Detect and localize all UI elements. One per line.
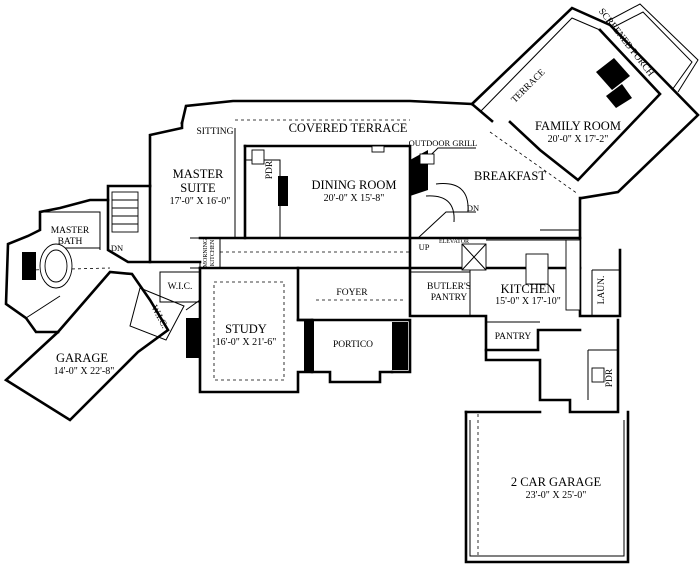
label-morning-kitchen-1: MORNING bbox=[203, 238, 209, 267]
elevator-cross bbox=[461, 243, 487, 271]
room-labels: SCREENED PORCH TERRACE FAMILY ROOM 20'-0… bbox=[51, 7, 655, 501]
fireplace-study bbox=[186, 318, 200, 358]
chimney-portico-left bbox=[304, 320, 314, 372]
label-up-stair: UP bbox=[419, 242, 430, 252]
label-dining-room-dims: 20'-0" X 15'-8" bbox=[324, 193, 385, 204]
label-morning-kitchen-2: KITCHEN bbox=[210, 239, 216, 266]
label-laundry: LAUN. bbox=[597, 276, 607, 305]
dining-door bbox=[371, 145, 385, 153]
bathtub-inner bbox=[44, 249, 68, 283]
kitchen-island bbox=[525, 253, 549, 285]
label-family-room-dims: 20'-0" X 17'-2" bbox=[548, 134, 609, 145]
label-portico: PORTICO bbox=[333, 340, 373, 350]
label-two-car-garage: 2 CAR GARAGE bbox=[511, 475, 602, 489]
label-dining-room: DINING ROOM bbox=[311, 178, 396, 192]
label-garage-small-dims: 14'-0" X 22'-8" bbox=[54, 366, 115, 377]
label-master-bath-2: BATH bbox=[58, 237, 83, 247]
label-master-suite-1: MASTER bbox=[173, 167, 224, 181]
label-butlers-pantry-2: PANTRY bbox=[431, 293, 468, 303]
label-two-car-garage-dims: 23'-0" X 25'-0" bbox=[526, 490, 587, 501]
fireplace-dining bbox=[278, 176, 288, 206]
chimney-family-room bbox=[596, 58, 630, 90]
label-sitting: SITTING bbox=[197, 127, 234, 137]
label-kitchen-dims: 15'-0" X 17'-10" bbox=[495, 296, 561, 307]
label-garage-small: GARAGE bbox=[56, 351, 108, 365]
pdr-fixture bbox=[591, 367, 605, 383]
kitchen-counter bbox=[565, 239, 581, 311]
chimney-family-room-2 bbox=[606, 84, 632, 108]
fireplaces bbox=[22, 58, 632, 372]
chimney-portico-right bbox=[392, 322, 408, 370]
fixtures bbox=[39, 145, 605, 383]
grill bbox=[419, 153, 435, 165]
stair-dn-master bbox=[111, 191, 139, 233]
label-breakfast: BREAKFAST bbox=[474, 169, 546, 183]
label-family-room: FAMILY ROOM bbox=[535, 119, 621, 133]
label-foyer: FOYER bbox=[336, 288, 368, 298]
label-master-suite-dims: 17'-0" X 16'-0" bbox=[170, 196, 231, 207]
label-wic-lower: W.I.C. bbox=[149, 304, 169, 331]
stair-lines-master bbox=[112, 199, 138, 225]
label-study-dims: 16'-0" X 21'-6" bbox=[216, 337, 277, 348]
label-outdoor-grill: OUTDOOR GRILL bbox=[409, 138, 478, 148]
label-elevator: ELEVATOR bbox=[439, 239, 469, 245]
label-master-bath-1: MASTER bbox=[51, 226, 90, 236]
label-butlers-pantry-1: BUTLER'S bbox=[427, 282, 471, 292]
label-covered-terrace: COVERED TERRACE bbox=[289, 121, 408, 135]
stair-curve bbox=[425, 183, 469, 223]
label-pantry: PANTRY bbox=[495, 332, 532, 342]
label-dn-master: DN bbox=[111, 243, 123, 253]
label-wic-upper: W.I.C. bbox=[168, 282, 193, 292]
label-kitchen: KITCHEN bbox=[501, 282, 556, 296]
label-master-suite-2: SUITE bbox=[180, 181, 216, 195]
label-study: STUDY bbox=[225, 322, 267, 336]
exterior-walls bbox=[3, 3, 700, 564]
pdr-upper-fixture bbox=[251, 149, 265, 165]
label-pdr-upper: PDR bbox=[265, 160, 275, 179]
label-terrace: TERRACE bbox=[510, 68, 548, 106]
fireplace-master-bath bbox=[22, 252, 36, 280]
label-pdr-lower: PDR bbox=[605, 368, 615, 387]
label-dn-stair: DN bbox=[467, 203, 479, 213]
